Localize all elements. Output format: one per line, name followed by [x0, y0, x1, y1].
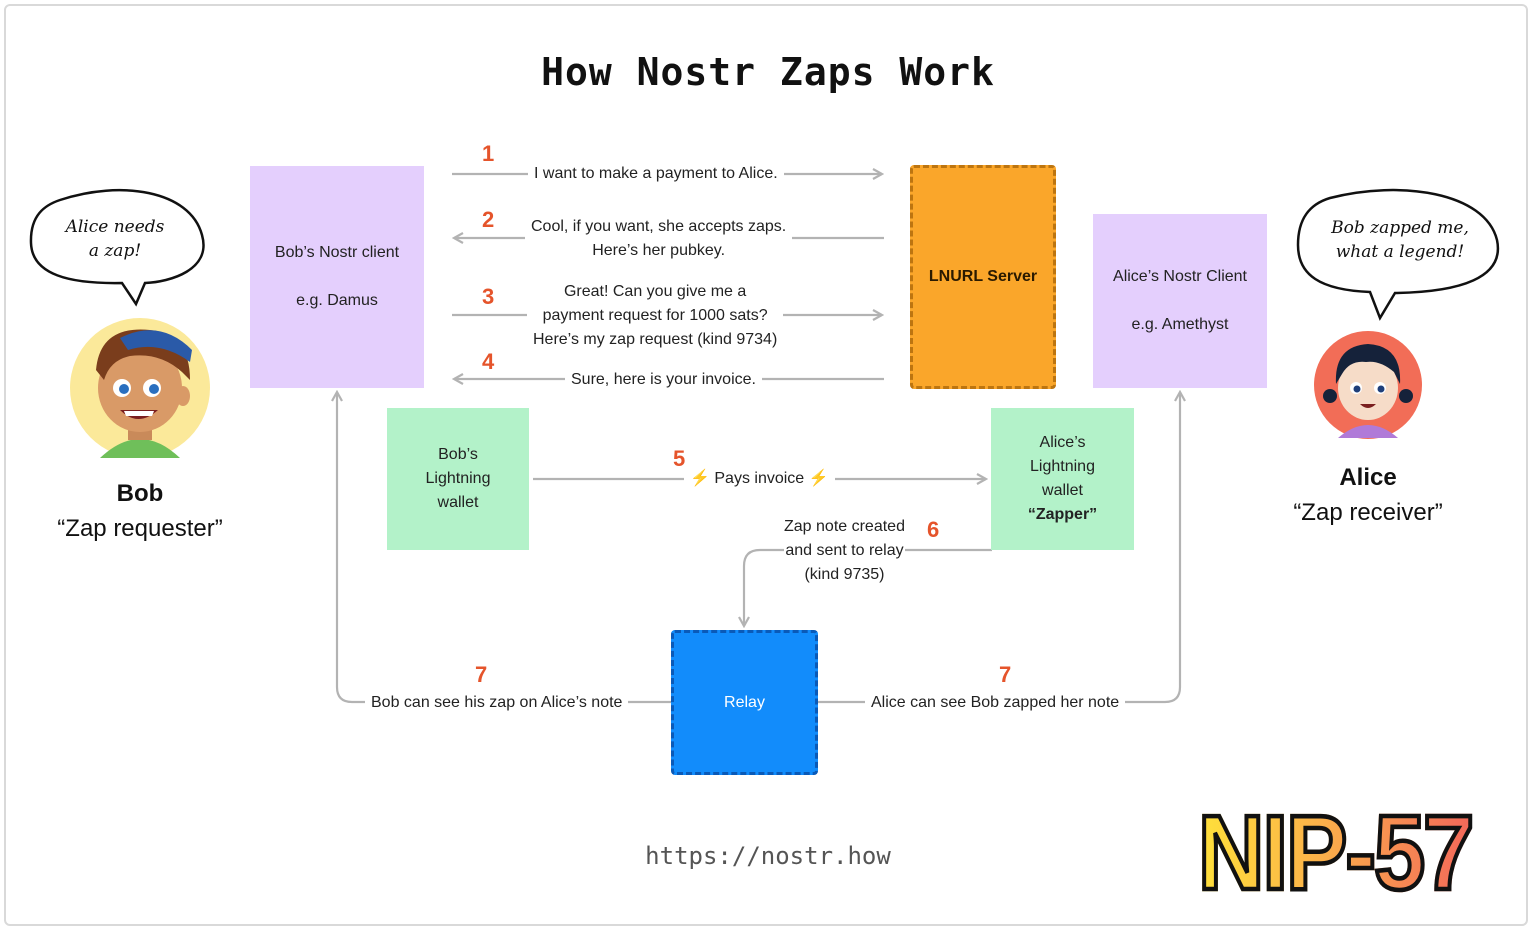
alice-speech-line2: what a legend! [1335, 242, 1465, 262]
bob-wallet-line2: Lightning [425, 470, 491, 487]
step-3-label: Great! Can you give me a payment request… [527, 280, 784, 352]
step-1-label: I want to make a payment to Alice. [528, 162, 784, 186]
bob-client-label: Bob’s Nostr client [274, 244, 400, 261]
step-1-number: 1 [482, 141, 495, 166]
step-3-line3: Here’s my zap request (kind 9734) [533, 331, 778, 348]
step-7a-label: Bob can see his zap on Alice’s note [365, 691, 629, 715]
nip-57-badge: NIP-57 [1196, 790, 1476, 917]
alice-wallet-line1: Alice’s [1039, 434, 1086, 451]
bob-nostr-client-box: Bob’s Nostr client e.g. Damus [250, 166, 424, 388]
lnurl-server-box: LNURL Server [910, 165, 1056, 389]
alice-nostr-client-box: Alice’s Nostr Client e.g. Amethyst [1093, 214, 1267, 388]
step-5-label: ⚡ Pays invoice ⚡ [684, 467, 835, 491]
step-2-line2: Here’s her pubkey. [592, 242, 726, 259]
relay-label: Relay [724, 693, 765, 711]
arrow-step-7-alice [818, 392, 1180, 704]
bob-speech-bubble [29, 189, 205, 307]
alice-client-label: Alice’s Nostr Client [1113, 268, 1247, 285]
source-url: https://nostr.how [645, 842, 891, 870]
bob-lightning-wallet-box: Bob’s Lightning wallet [387, 408, 529, 550]
step-7b-label: Alice can see Bob zapped her note [865, 691, 1126, 715]
bob-client-example: e.g. Damus [296, 292, 378, 309]
step-2-number: 2 [482, 207, 495, 232]
bob-wallet-line1: Bob’s [438, 446, 478, 463]
alice-speech-line1: Bob zapped me, [1331, 218, 1469, 238]
bob-speech-line2: a zap! [88, 241, 142, 261]
bob-speech-text: Alice needs a zap! [40, 215, 190, 263]
bob-avatar [70, 318, 210, 458]
relay-box: Relay [671, 630, 818, 775]
lightning-bolt-icon: ⚡ [808, 470, 829, 487]
lnurl-server-label: LNURL Server [928, 268, 1038, 285]
alice-role: “Zap receiver” [1293, 499, 1443, 526]
alice-lightning-wallet-box: Alice’s Lightning wallet “Zapper” [991, 408, 1134, 550]
bob-wallet-line3: wallet [437, 494, 479, 511]
page-title: How Nostr Zaps Work [541, 50, 995, 94]
step-2-line1: Cool, if you want, she accepts zaps. [531, 218, 787, 235]
step-6-line1: Zap note created [784, 518, 905, 535]
outer-frame [4, 4, 1528, 926]
step-6-line3: (kind 9735) [804, 566, 885, 583]
step-7b-number: 7 [999, 662, 1012, 687]
step-6-label: Zap note created and sent to relay (kind… [778, 515, 911, 587]
alice-name: Alice [1339, 464, 1397, 491]
alice-wallet-line2: Lightning [1030, 458, 1095, 475]
alice-avatar [1314, 331, 1422, 439]
arrow-step-6 [744, 548, 992, 626]
step-4-number: 4 [482, 349, 495, 374]
step-6-line2: and sent to relay [784, 539, 905, 563]
step-3-line2: payment request for 1000 sats? [542, 307, 768, 324]
lightning-bolt-icon: ⚡ [690, 470, 710, 487]
bob-role: “Zap requester” [57, 515, 223, 542]
bob-speech-line1: Alice needs [65, 217, 165, 237]
step-4-label: Sure, here is your invoice. [565, 368, 762, 392]
alice-wallet-zapper: “Zapper” [1027, 506, 1098, 523]
arrow-step-7-bob [337, 392, 672, 704]
step-3-line1: Great! Can you give me a [563, 283, 747, 300]
step-6-number: 6 [927, 517, 940, 542]
bob-name: Bob [116, 480, 164, 507]
step-7a-number: 7 [475, 662, 488, 687]
alice-wallet-line3: wallet [1042, 482, 1083, 499]
step-5-text: Pays invoice [714, 470, 805, 487]
step-5-number: 5 [673, 446, 686, 471]
alice-speech-text: Bob zapped me, what a legend! [1305, 216, 1495, 264]
step-2-label: Cool, if you want, she accepts zaps. Her… [525, 215, 793, 263]
step-3-number: 3 [482, 284, 495, 309]
alice-client-example: e.g. Amethyst [1131, 316, 1229, 333]
alice-speech-bubble [1296, 188, 1500, 321]
